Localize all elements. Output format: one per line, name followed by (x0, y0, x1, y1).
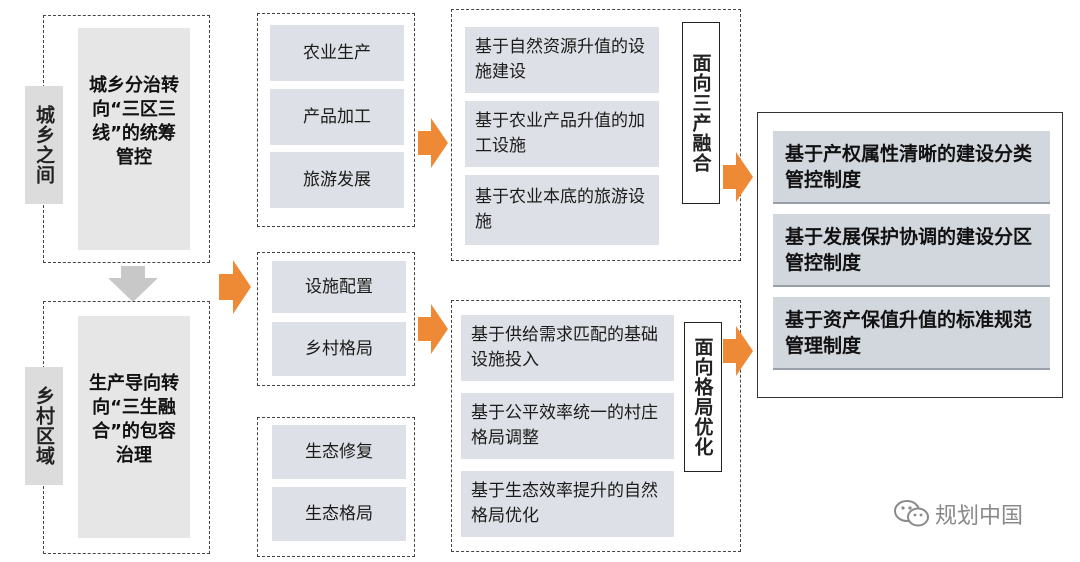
right-arrow-icon-4 (723, 152, 753, 202)
left-top-core-bg (78, 28, 190, 250)
right-arrow-shape-1 (219, 260, 251, 314)
watermark-text: 规划中国 (935, 504, 1024, 529)
third-top-item-3: 基于农业本底的旅游设施 (465, 175, 659, 245)
third-bottom-item-2: 基于公平效率统一的村庄格局调整 (461, 393, 674, 459)
right-arrow-shape-5 (723, 326, 753, 376)
down-arrow-shape (108, 266, 158, 302)
right-arrow-icon-5 (723, 326, 753, 376)
third-bottom-item-3: 基于生态效率提升的自然格局优化 (461, 471, 674, 537)
third-bottom-label: 面向格局优化 (684, 322, 722, 472)
down-arrow-icon (108, 266, 158, 302)
right-arrow-icon-2 (418, 118, 448, 168)
third-bottom-label-text: 面向格局优化 (691, 337, 714, 457)
middle-item-tourism: 旅游发展 (270, 152, 404, 208)
third-top-label: 面向三产融合 (682, 22, 720, 204)
middle-item-village-pattern: 乡村格局 (272, 322, 406, 376)
middle-item-product-processing: 产品加工 (270, 89, 404, 145)
watermark: 规划中国 (893, 498, 1023, 530)
middle-item-facility-config: 设施配置 (272, 261, 406, 313)
middle-item-agri-production: 农业生产 (270, 25, 404, 81)
third-top-item-1: 基于自然资源升值的设施建设 (465, 27, 659, 93)
middle-item-eco-restoration: 生态修复 (272, 425, 406, 479)
right-item-3: 基于资产保值升值的标准规范管理制度 (773, 297, 1050, 370)
right-item-1: 基于产权属性清晰的建设分类管控制度 (773, 131, 1050, 204)
wechat-icon (894, 500, 929, 527)
right-arrow-shape-4 (723, 152, 753, 202)
third-top-item-2: 基于农业产品升值的加工设施 (465, 101, 659, 167)
left-top-label: 城乡之间 (25, 86, 63, 204)
left-top-core-text: 城乡分治转向“三区三线”的统筹管控 (89, 75, 179, 168)
right-arrow-shape-2 (418, 118, 448, 168)
left-bottom-core-text: 生产导向转向“三生融合”的包容治理 (89, 373, 179, 466)
left-bottom-core-bg (78, 316, 190, 538)
left-bottom-label-text: 乡村区域 (33, 386, 55, 466)
third-top-label-text: 面向三产融合 (689, 53, 712, 173)
right-arrow-shape-3 (418, 304, 448, 354)
right-item-2: 基于发展保护协调的建设分区管控制度 (773, 214, 1050, 287)
right-arrow-icon-1 (219, 260, 251, 314)
left-top-label-text: 城乡之间 (33, 105, 55, 185)
right-arrow-icon-3 (418, 304, 448, 354)
left-bottom-label: 乡村区域 (25, 367, 63, 485)
middle-item-eco-pattern: 生态格局 (272, 487, 406, 541)
third-bottom-item-1: 基于供给需求匹配的基础设施投入 (461, 315, 674, 381)
